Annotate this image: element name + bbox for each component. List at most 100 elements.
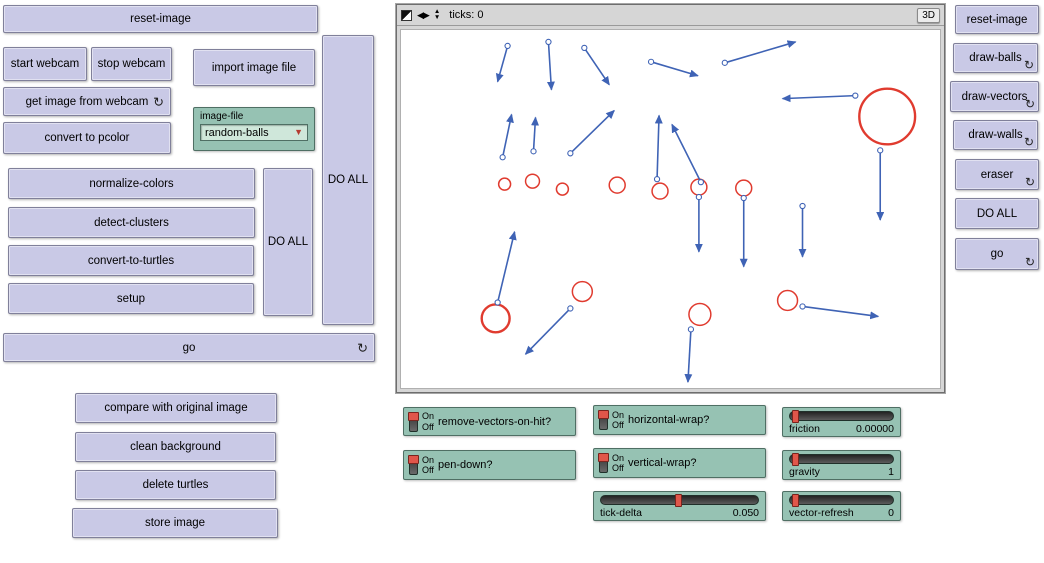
switch-toggle-track[interactable] [598,453,609,473]
convert-to-pcolor-button[interactable]: convert to pcolor [3,122,171,154]
gravity-slider[interactable]: gravity 1 [782,450,901,480]
eraser-button[interactable]: eraser ↻ [955,159,1039,190]
button-label: convert to pcolor [44,132,130,144]
button-label: reset-image [130,13,191,25]
start-webcam-button[interactable]: start webcam [3,47,87,81]
slider-label: gravity [789,466,820,478]
off-label: Off [612,463,624,473]
forever-icon: ↻ [1024,175,1035,189]
convert-to-turtles-button[interactable]: convert-to-turtles [8,245,254,276]
slider-handle[interactable] [792,410,800,423]
reset-image-button[interactable]: reset-image [3,5,318,33]
do-all-inner-button[interactable]: DO ALL [263,168,313,316]
clean-background-button[interactable]: clean background [75,432,276,462]
slider-handle[interactable] [674,494,682,507]
get-image-from-webcam-button[interactable]: get image from webcam ↻ [3,87,171,116]
on-label: On [422,411,435,422]
forever-icon: ↻ [153,94,164,109]
button-label: DO ALL [267,236,309,248]
switch-onoff-labels: On Off [612,453,624,474]
slider-value: 0.050 [732,507,759,519]
balls-layer [480,87,917,334]
off-label: Off [612,420,624,430]
chooser-label: image-file [200,111,244,122]
slider-value: 0 [888,507,894,519]
forever-icon: ↻ [1023,135,1034,149]
import-image-file-button[interactable]: import image file [193,49,315,86]
do-all-button-right[interactable]: DO ALL [955,198,1039,229]
do-all-outer-button[interactable]: DO ALL [322,35,374,325]
switch-handle[interactable] [408,411,419,421]
slider-groove[interactable] [789,410,894,423]
chooser-selected-value: random-balls [205,126,269,139]
draw-balls-button[interactable]: draw-balls↻ [953,43,1038,73]
switch-label: pen-down? [438,459,493,471]
switch-toggle-track[interactable] [598,410,609,430]
switch-handle[interactable] [408,455,419,464]
view-updates-icon[interactable] [401,9,412,21]
switch-horizontal-wrap[interactable]: On Off horizontal-wrap? [593,405,766,435]
slider-label: friction [789,423,820,435]
draw-vectors-button[interactable]: draw-vectors↻ [950,81,1039,112]
button-label: reset-image [966,13,1028,26]
button-label: go [182,341,196,354]
switch-pen-down[interactable]: On Off pen-down? [403,450,576,480]
switch-vertical-wrap[interactable]: On Off vertical-wrap? [593,448,766,478]
stop-webcam-button[interactable]: stop webcam [91,47,172,81]
button-label: DO ALL [976,207,1018,220]
button-label: compare with original image [104,402,248,414]
button-label: eraser [980,168,1014,181]
switch-onoff-labels: On Off [422,455,434,476]
button-label: draw-walls [968,129,1023,141]
switch-handle[interactable] [598,410,609,419]
3d-view-button[interactable]: 3D [917,7,940,23]
button-label: start webcam [10,58,80,70]
chooser-value-box[interactable]: random-balls ▼ [200,124,308,141]
reset-image-button-right[interactable]: reset-image [955,5,1039,34]
button-label: import image file [211,61,297,74]
slider-label: tick-delta [600,507,643,519]
on-label: On [612,452,625,463]
forever-icon: ↻ [1024,97,1035,111]
button-label: get image from webcam [25,95,149,108]
forever-icon: ↻ [357,340,368,355]
setup-button[interactable]: setup [8,283,254,314]
draw-walls-button[interactable]: draw-walls↻ [953,120,1038,150]
button-label: delete turtles [142,479,209,491]
world-canvas[interactable] [400,29,941,389]
tick-delta-slider[interactable]: tick-delta 0.050 [593,491,766,521]
delete-turtles-button[interactable]: delete turtles [75,470,276,500]
slider-label: vector-refresh [789,507,854,519]
compare-with-original-image-button[interactable]: compare with original image [75,393,277,423]
world-drawing [480,38,917,384]
go-button-left[interactable]: go ↻ [3,333,375,362]
slider-groove[interactable] [789,494,894,507]
button-label: normalize-colors [89,177,174,190]
on-label: On [612,409,625,420]
friction-slider[interactable]: friction 0.00000 [782,407,901,437]
switch-label: remove-vectors-on-hit? [438,415,552,428]
slider-handle[interactable] [792,494,800,507]
world-view: ◀▶ ▲ ▼ ticks: 0 3D [396,4,945,393]
detect-clusters-button[interactable]: detect-clusters [8,207,255,238]
switch-toggle-track[interactable] [408,455,419,475]
vectors-layer [494,38,885,384]
go-button-right[interactable]: go↻ [955,238,1039,270]
slider-groove[interactable] [600,494,759,507]
switch-remove-vectors-on-hit[interactable]: On Off remove-vectors-on-hit? [403,407,576,436]
store-image-button[interactable]: store image [72,508,278,538]
stepper-up-down-icon[interactable]: ▲ ▼ [434,8,440,21]
switch-onoff-labels: On Off [422,411,434,432]
slider-value: 0.00000 [856,423,894,435]
switch-handle[interactable] [598,453,609,462]
vector-refresh-slider[interactable]: vector-refresh 0 [782,491,901,521]
image-file-chooser[interactable]: image-file random-balls ▼ [193,107,315,151]
slider-handle[interactable] [792,453,800,466]
slider-groove[interactable] [789,453,894,466]
dropdown-arrow-icon: ▼ [294,127,303,137]
normalize-colors-button[interactable]: normalize-colors [8,168,255,199]
speed-arrows-icon[interactable]: ◀▶ [417,9,430,20]
switch-toggle-track[interactable] [408,411,419,432]
button-label: stop webcam [97,58,166,70]
